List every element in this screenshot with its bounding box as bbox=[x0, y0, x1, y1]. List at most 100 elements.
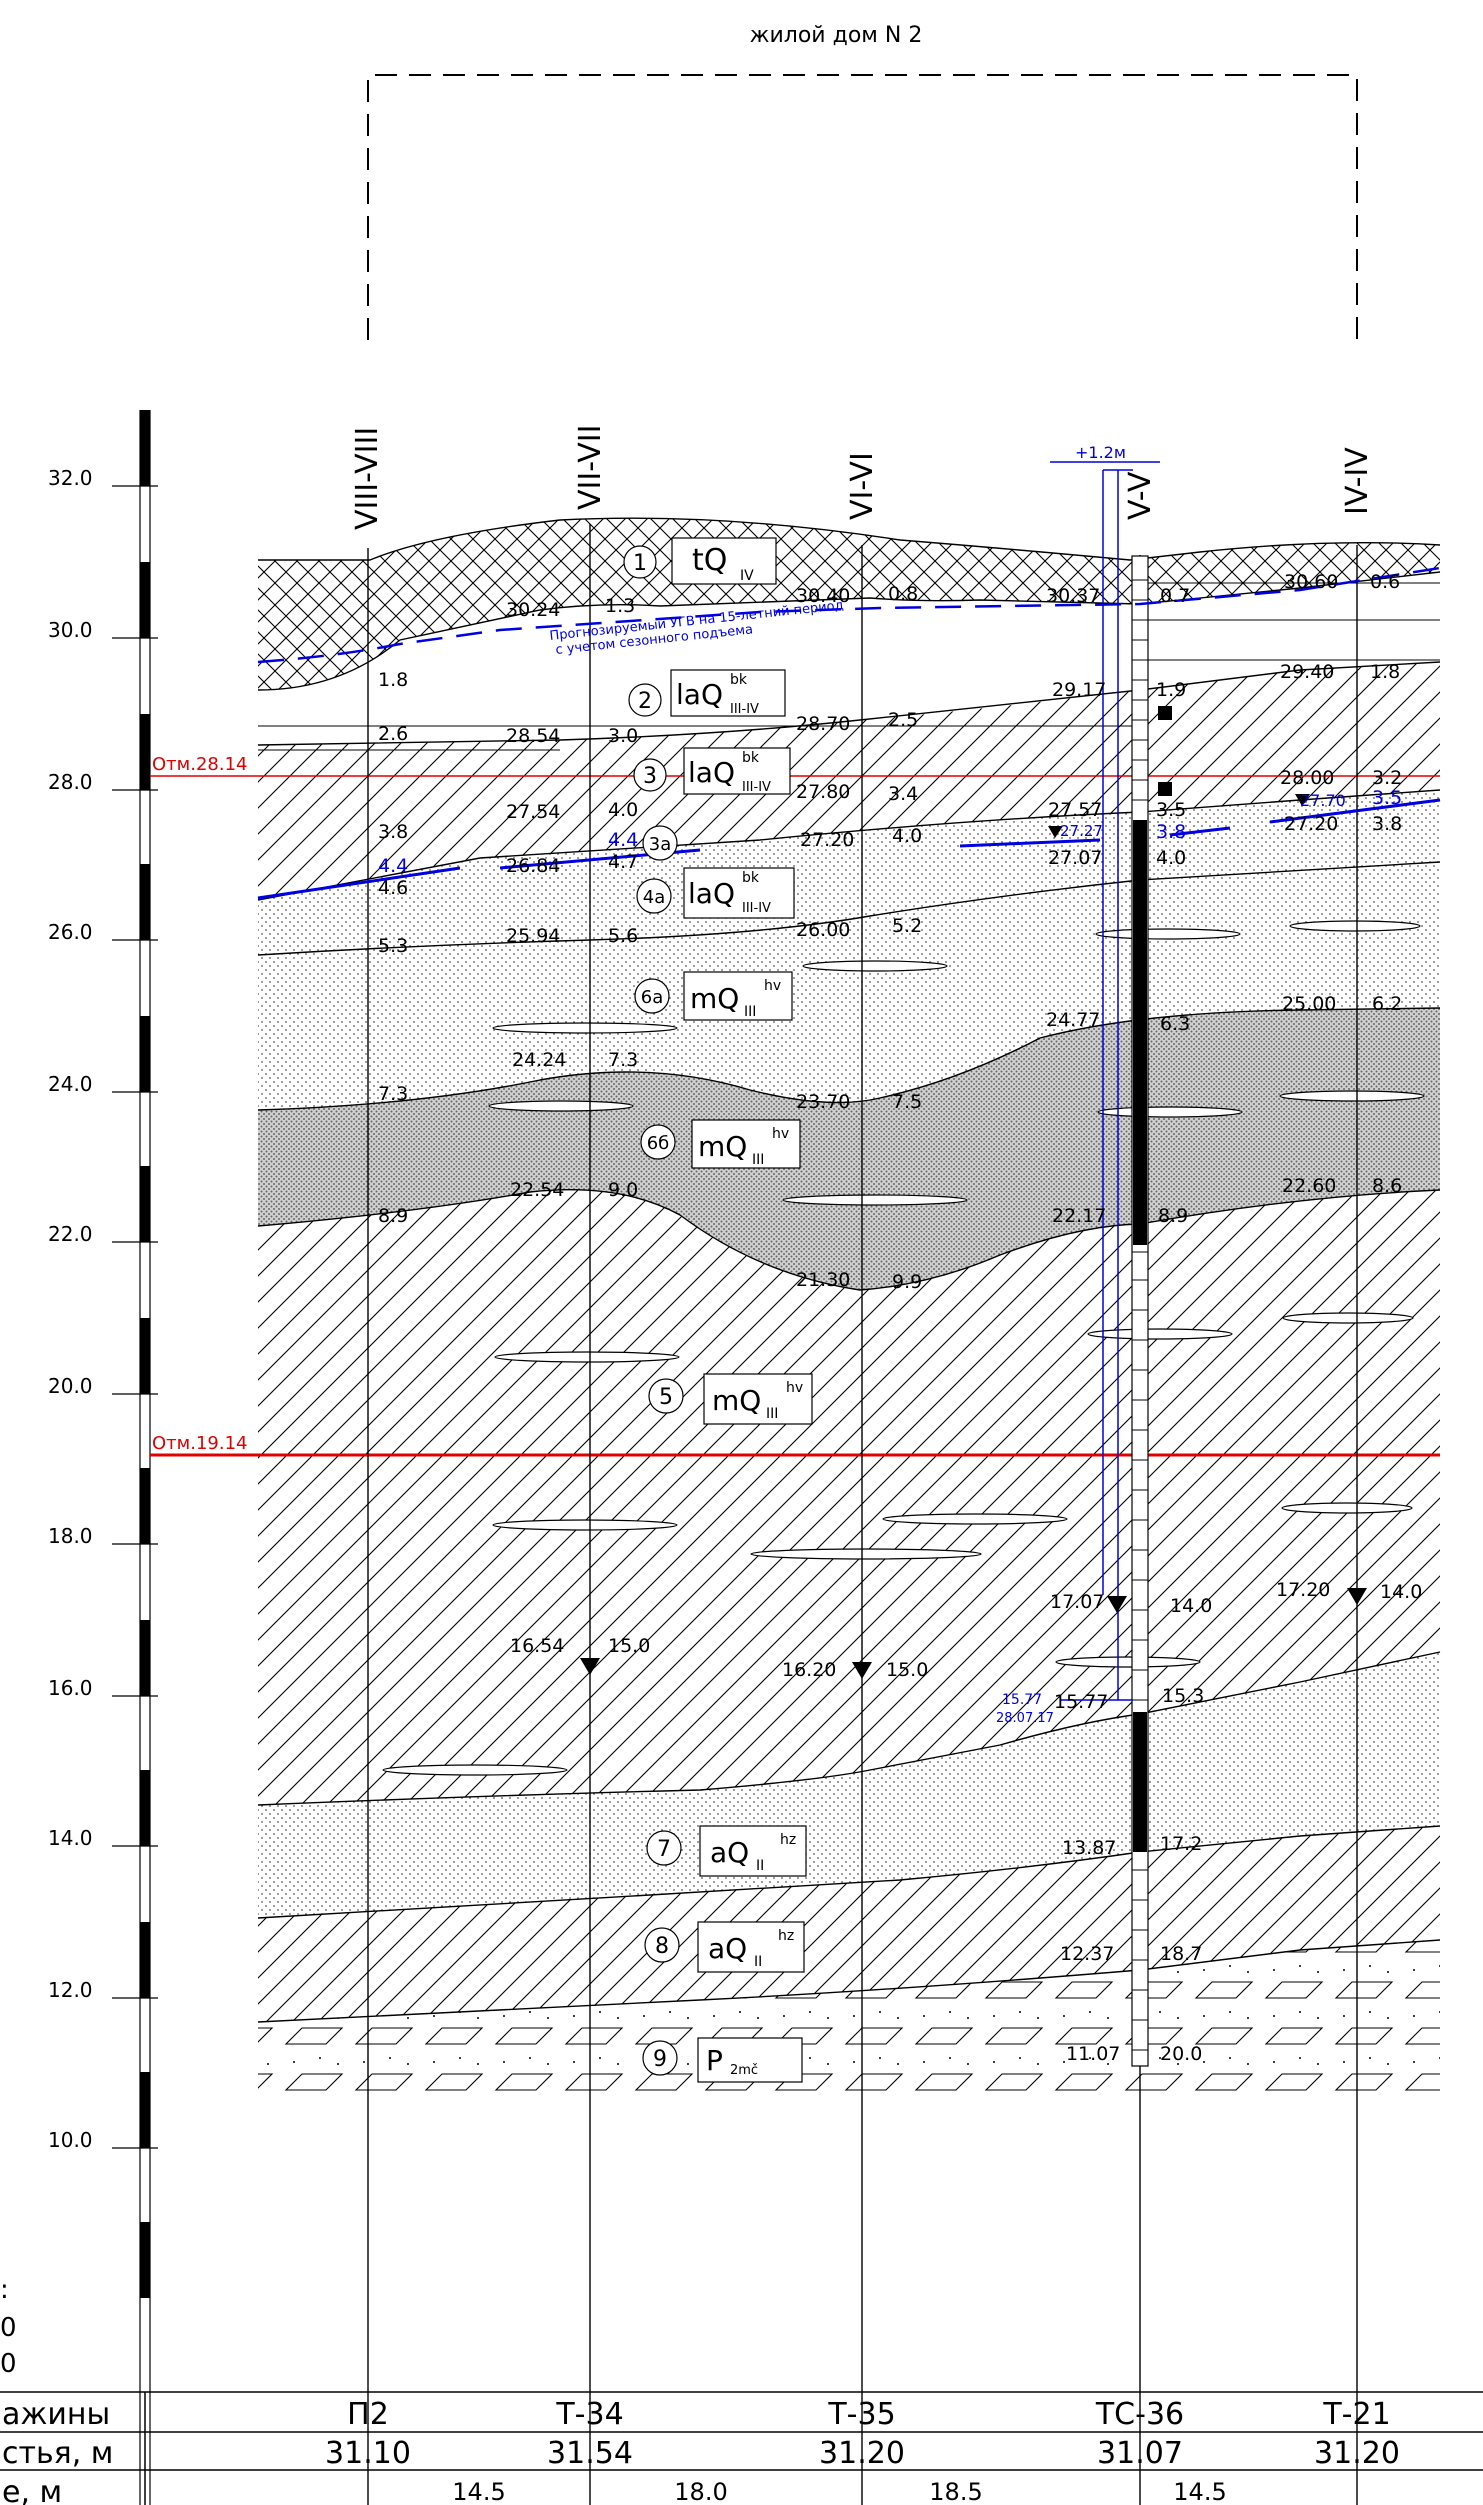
building-outline bbox=[367, 74, 1358, 340]
distance: 14.5 bbox=[1173, 2478, 1226, 2505]
layer-sub: III-IV bbox=[742, 780, 771, 795]
elev-label: 30.40 bbox=[796, 585, 850, 607]
layer-sup: bk bbox=[730, 672, 748, 688]
layer-sub: III-IV bbox=[730, 702, 759, 717]
depth-label: 1.3 bbox=[605, 595, 635, 617]
layer-9-label: 9 P 2mč bbox=[642, 2037, 803, 2083]
elev-label: 28.00 bbox=[1280, 767, 1334, 789]
depth-label: 4.0 bbox=[892, 825, 922, 847]
elev-label: 27.54 bbox=[506, 801, 560, 823]
depth-label: 14.0 bbox=[1380, 1581, 1422, 1603]
elev-label: 27.70 bbox=[1300, 791, 1346, 810]
layer-3a-label: 3а bbox=[642, 825, 678, 861]
elev-label: 29.17 bbox=[1052, 679, 1106, 701]
depth-label: 6.2 bbox=[1372, 993, 1402, 1015]
elev-label: 26.84 bbox=[506, 855, 560, 877]
gw-level: 15.77 bbox=[1002, 1692, 1042, 1708]
depth-label: 15.3 bbox=[1162, 1685, 1204, 1707]
elev-label: 26.00 bbox=[796, 919, 850, 941]
depth-label: 14.0 bbox=[1170, 1595, 1212, 1617]
scale-tick-label: 18.0 bbox=[48, 1524, 93, 1548]
depth-label: 7.3 bbox=[608, 1049, 638, 1071]
layer-7-label: 7 aQ hz II bbox=[646, 1825, 807, 1877]
elev-label: 23.70 bbox=[796, 1091, 850, 1113]
layer-index: tQ bbox=[692, 543, 727, 578]
layer-fills bbox=[258, 518, 1440, 2095]
layer-num: 1 bbox=[633, 551, 647, 576]
elev-label: 22.54 bbox=[510, 1179, 564, 1201]
borehole-name: П2 bbox=[347, 2397, 389, 2432]
row-label: е, м bbox=[2, 2475, 62, 2505]
layer-3-label: 3 laQ bk III-IV bbox=[633, 747, 791, 795]
layer-index: mQ bbox=[690, 982, 739, 1015]
distance: 18.0 bbox=[674, 2478, 727, 2505]
layer-sub: III-IV bbox=[742, 901, 771, 916]
margin-text: 0 bbox=[0, 2313, 17, 2343]
elev-label: 11.07 bbox=[1066, 2043, 1120, 2065]
depth-label: 17.2 bbox=[1160, 1833, 1202, 1855]
layer-sub: II bbox=[756, 1858, 764, 1874]
borehole-name: Т-21 bbox=[1322, 2397, 1390, 2432]
depth-label: 3.8 bbox=[1156, 821, 1186, 843]
depth-label: 3.0 bbox=[608, 725, 638, 747]
mark-upper-label: Отм.28.14 bbox=[152, 754, 247, 775]
layer-num: 7 bbox=[657, 1837, 671, 1862]
elev-label: 27.27 bbox=[1060, 822, 1103, 840]
elev-label: 29.40 bbox=[1280, 661, 1334, 683]
wellhead-elev: 31.20 bbox=[819, 2436, 905, 2471]
depth-label: 4.0 bbox=[1156, 847, 1186, 869]
elev-label: 17.20 bbox=[1276, 1579, 1330, 1601]
elev-label: 21.30 bbox=[796, 1269, 850, 1291]
depth-label: 3.4 bbox=[888, 783, 918, 805]
layer-sub: 2mč bbox=[730, 2063, 758, 2078]
layer-num: 6а bbox=[641, 987, 663, 1008]
layer-num: 4а bbox=[643, 887, 665, 908]
row-label: ажины bbox=[2, 2397, 110, 2432]
layer-num: 9 bbox=[653, 2047, 667, 2072]
wellhead-elev: 31.54 bbox=[547, 2436, 633, 2471]
elev-label: 28.70 bbox=[796, 713, 850, 735]
wellhead-elev: 31.10 bbox=[325, 2436, 411, 2471]
layer-index: aQ bbox=[708, 1932, 747, 1965]
layer-index: mQ bbox=[698, 1130, 747, 1163]
layer-index: laQ bbox=[688, 756, 735, 789]
distance: 18.5 bbox=[929, 2478, 982, 2505]
row-label: стья, м bbox=[2, 2436, 113, 2471]
depth-label: 3.5 bbox=[1156, 799, 1186, 821]
elev-label: 12.37 bbox=[1060, 1943, 1114, 1965]
layer-sup: bk bbox=[742, 750, 760, 766]
reference-lines bbox=[258, 582, 1440, 751]
section-label: IV-IV bbox=[1340, 447, 1375, 515]
layer-sup: hv bbox=[786, 1380, 803, 1396]
wellhead-elev: 31.07 bbox=[1097, 2436, 1183, 2471]
depth-label: 7.5 bbox=[892, 1091, 922, 1113]
elev-label: 27.20 bbox=[800, 829, 854, 851]
elev-label: 15.77 bbox=[1054, 1691, 1108, 1713]
layer-sup: bk bbox=[742, 870, 760, 886]
elev-label: 27.57 bbox=[1048, 799, 1102, 821]
section-label: VIII-VIII bbox=[350, 427, 385, 530]
wellhead-elev: 31.20 bbox=[1314, 2436, 1400, 2471]
section-label: VII-VII bbox=[573, 424, 608, 510]
layer-index: P bbox=[706, 2044, 723, 2077]
depth-label: 1.8 bbox=[378, 669, 408, 691]
depth-label: 4.7 bbox=[608, 851, 638, 873]
margin-text: 0 bbox=[0, 2349, 17, 2379]
borehole-labels: 30.24 1.3 1.8 2.6 3.8 4.4 4.6 5.3 7.3 8.… bbox=[378, 571, 1422, 2065]
layer-index: aQ bbox=[710, 1836, 749, 1869]
gw-date: 28.07.17 bbox=[996, 1711, 1054, 1726]
depth-label: 3.5 bbox=[1372, 787, 1402, 809]
depth-label: 1.8 bbox=[1370, 661, 1400, 683]
depth-label: 2.6 bbox=[378, 723, 408, 745]
layer-labels: 1 tQ IV 2 laQ bk III-IV 3 laQ bk III-IV … bbox=[623, 537, 813, 2083]
depth-label: 15.0 bbox=[608, 1635, 650, 1657]
elev-label: 22.17 bbox=[1052, 1205, 1106, 1227]
depth-label: 5.2 bbox=[892, 915, 922, 937]
depth-label: 8.9 bbox=[378, 1205, 408, 1227]
depth-label: 18.7 bbox=[1160, 1943, 1202, 1965]
layer-num: 3а bbox=[649, 834, 671, 855]
scale-tick-label: 28.0 bbox=[48, 770, 93, 794]
borehole-name: Т-35 bbox=[827, 2397, 895, 2432]
layer-sup: hv bbox=[764, 978, 781, 994]
